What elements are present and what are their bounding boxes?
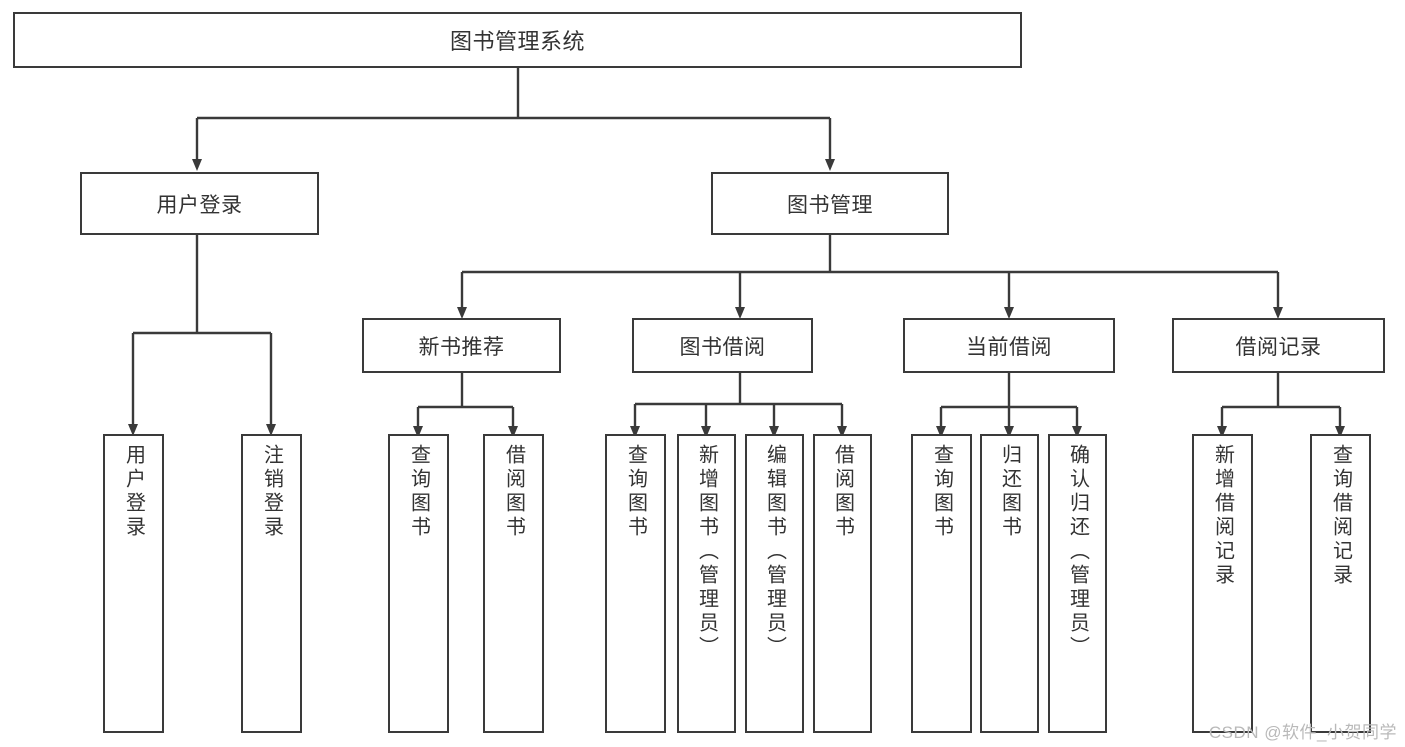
leaf-label: 归还图书: [998, 444, 1021, 540]
leaf-current-confirm-return-admin[interactable]: 确认归还（管理员）: [1048, 434, 1107, 733]
leaf-label: 借阅图书: [831, 444, 854, 540]
node-new-book-recommend[interactable]: 新书推荐: [362, 318, 561, 373]
leaf-records-query-record[interactable]: 查询借阅记录: [1310, 434, 1371, 733]
leaf-borrow-query-book[interactable]: 查询图书: [605, 434, 666, 733]
node-borrow-records[interactable]: 借阅记录: [1172, 318, 1385, 373]
watermark-text: CSDN @软件_小贺同学: [1208, 723, 1397, 742]
leaf-label: 查询图书: [407, 444, 430, 540]
link-current-to-leaves: [936, 373, 1082, 438]
leaf-label: 新增图书（管理员）: [695, 444, 718, 660]
leaf-borrow-borrow-book[interactable]: 借阅图书: [813, 434, 872, 733]
leaf-label: 查询图书: [624, 444, 647, 540]
leaf-label: 确认归还（管理员）: [1066, 444, 1089, 660]
leaf-label: 编辑图书（管理员）: [763, 444, 786, 660]
leaf-user-login-signin[interactable]: 用户登录: [103, 434, 164, 733]
node-book-borrow[interactable]: 图书借阅: [632, 318, 813, 373]
leaf-label: 注销登录: [260, 444, 283, 540]
leaf-current-query-book[interactable]: 查询图书: [911, 434, 972, 733]
leaf-recommend-query-book[interactable]: 查询图书: [388, 434, 449, 733]
leaf-user-login-signout[interactable]: 注销登录: [241, 434, 302, 733]
leaf-label: 用户登录: [122, 444, 145, 540]
leaf-label: 查询图书: [930, 444, 953, 540]
link-records-to-leaves: [1217, 373, 1345, 438]
link-borrow-to-leaves: [630, 373, 847, 438]
leaf-label: 借阅图书: [502, 444, 525, 540]
node-current-borrow[interactable]: 当前借阅: [903, 318, 1115, 373]
leaf-label: 新增借阅记录: [1211, 444, 1234, 588]
link-book-manage-to-level2: [457, 235, 1283, 319]
leaf-current-return-book[interactable]: 归还图书: [980, 434, 1039, 733]
link-root-to-level1: [192, 68, 835, 171]
node-user-login[interactable]: 用户登录: [80, 172, 319, 235]
leaf-records-add-record[interactable]: 新增借阅记录: [1192, 434, 1253, 733]
link-user-login-to-leaves: [128, 235, 276, 436]
leaf-label: 查询借阅记录: [1329, 444, 1352, 588]
link-recommend-to-leaves: [413, 373, 518, 438]
leaf-borrow-add-book-admin[interactable]: 新增图书（管理员）: [677, 434, 736, 733]
leaf-borrow-edit-book-admin[interactable]: 编辑图书（管理员）: [745, 434, 804, 733]
node-root-system[interactable]: 图书管理系统: [13, 12, 1022, 68]
leaf-recommend-borrow-book[interactable]: 借阅图书: [483, 434, 544, 733]
node-book-manage[interactable]: 图书管理: [711, 172, 949, 235]
